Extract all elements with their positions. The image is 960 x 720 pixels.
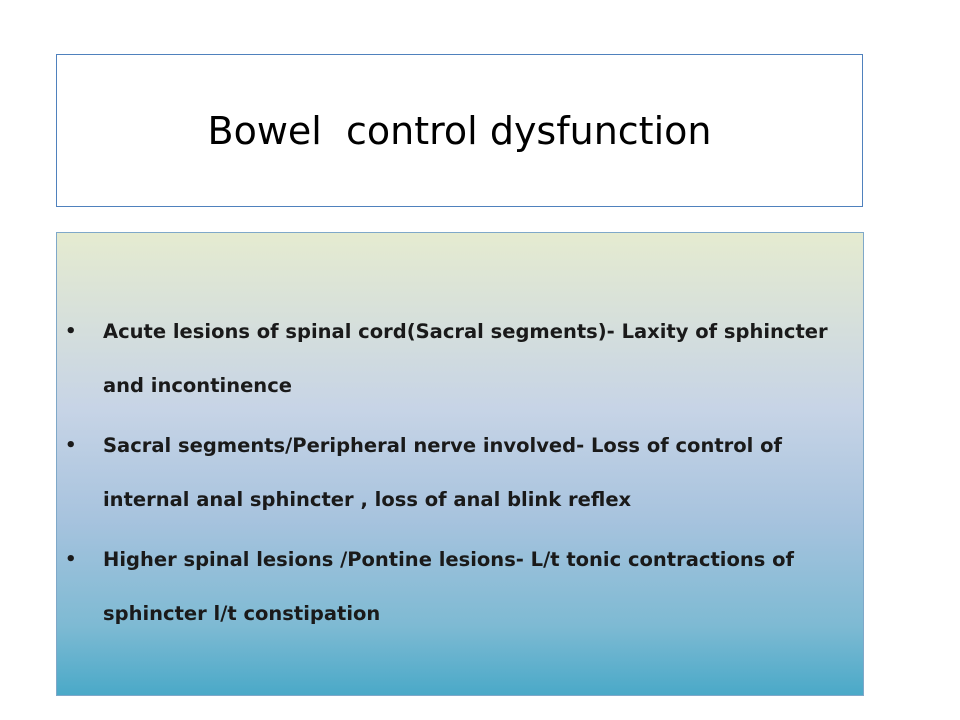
bullet-icon: • (65, 435, 77, 456)
bullet-icon: • (65, 549, 77, 570)
bullet-item: • Acute lesions of spinal cord(Sacral se… (57, 305, 863, 413)
bullet-item: • Sacral segments/Peripheral nerve invol… (57, 419, 863, 527)
slide-title: Bowel control dysfunction (207, 108, 712, 153)
bullet-icon: • (65, 321, 77, 342)
content-box: • Acute lesions of spinal cord(Sacral se… (56, 232, 864, 696)
bullet-item: • Higher spinal lesions /Pontine lesions… (57, 533, 863, 641)
bullet-text: Acute lesions of spinal cord(Sacral segm… (103, 320, 828, 397)
bullet-text: Higher spinal lesions /Pontine lesions- … (103, 548, 795, 625)
title-box: Bowel control dysfunction (56, 54, 863, 207)
bullet-text: Sacral segments/Peripheral nerve involve… (103, 434, 783, 511)
bullet-list: • Acute lesions of spinal cord(Sacral se… (57, 305, 863, 647)
